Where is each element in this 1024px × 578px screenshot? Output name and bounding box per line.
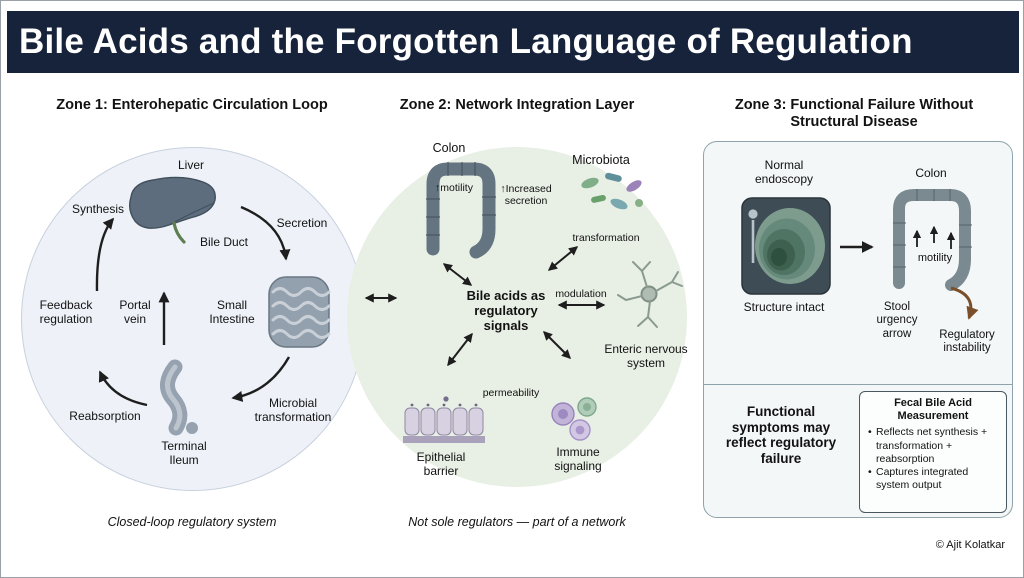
label-reabsorption: Reabsorption — [69, 409, 141, 423]
label-transformation: transformation — [572, 232, 640, 244]
label-regulatory-instability: Regulatory instability — [939, 329, 995, 355]
zone2-circle — [347, 147, 687, 487]
label-synthesis: Synthesis — [71, 202, 125, 216]
label-portal-vein: Portal vein — [119, 298, 151, 326]
label-secretion: Secretion — [276, 216, 328, 230]
fecal-bile-acid-box: Fecal Bile Acid Measurement Reflects net… — [859, 391, 1007, 513]
network-center-node: Bile acids as regulatory signals — [466, 288, 546, 334]
label-enteric-nervous-system: Enteric nervous system — [604, 342, 688, 370]
label-feedback-regulation: Feedback regulation — [39, 298, 93, 326]
label-microbial-transformation: Microbial transformation — [254, 396, 332, 424]
label-colon-zone2: Colon — [432, 141, 466, 155]
label-epithelial-barrier: Epithelial barrier — [416, 450, 466, 478]
zone2-caption: Not sole regulators — part of a network — [408, 515, 626, 529]
zone3-title: Zone 3: Functional Failure Without Struc… — [734, 97, 974, 130]
label-motility-zone3: motility — [917, 252, 953, 264]
label-bile-duct: Bile Duct — [199, 235, 249, 249]
functional-statement: Functional symptoms may reflect regulato… — [725, 404, 837, 466]
zone1-caption: Closed-loop regulatory system — [107, 515, 277, 529]
fecal-box-title: Fecal Bile Acid Measurement — [894, 397, 972, 423]
label-colon-zone3: Colon — [915, 166, 947, 180]
label-permeability: permeability — [482, 387, 540, 399]
label-increased-secretion: ↑Increased secretion — [500, 183, 552, 208]
label-microbiota: Microbiota — [572, 153, 630, 167]
label-immune-signaling: Immune signaling — [554, 445, 602, 473]
label-structure-intact: Structure intact — [743, 300, 825, 314]
label-terminal-ileum: Terminal Ileum — [161, 439, 207, 467]
label-motility-zone2: ↑motility — [435, 182, 473, 194]
label-stool-urgency-arrow: Stool urgency arrow — [876, 301, 918, 340]
fecal-box-bullet: Captures integrated system output — [867, 466, 999, 492]
label-liver: Liver — [177, 158, 204, 172]
header: Bile Acids and the Forgotten Language of… — [7, 11, 1019, 73]
page-title: Bile Acids and the Forgotten Language of… — [19, 22, 913, 61]
zone2-title: Zone 2: Network Integration Layer — [399, 97, 635, 113]
author-credit: © Ajit Kolatkar — [935, 539, 1005, 551]
label-modulation: modulation — [555, 288, 607, 300]
label-normal-endoscopy: Normal endoscopy — [754, 158, 814, 186]
fecal-box-bullet: Reflects net synthesis + transformation … — [867, 426, 999, 465]
zone3-divider — [704, 384, 1012, 385]
zone1-title: Zone 1: Enterohepatic Circulation Loop — [56, 97, 328, 113]
label-small-intestine: Small Intestine — [209, 298, 255, 326]
fecal-box-bullet-list: Reflects net synthesis + transformation … — [867, 426, 999, 492]
